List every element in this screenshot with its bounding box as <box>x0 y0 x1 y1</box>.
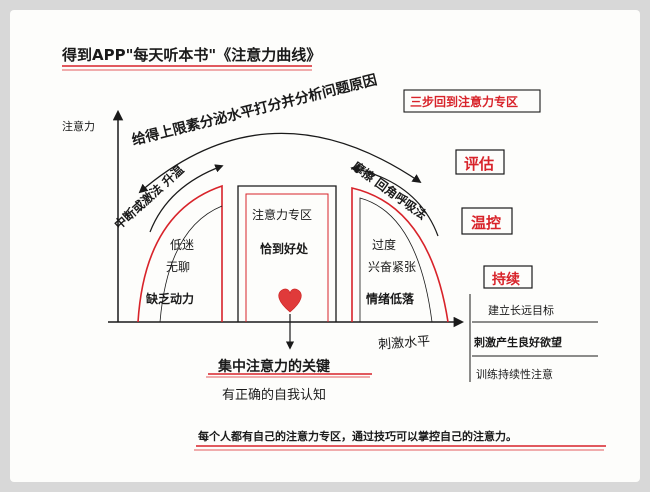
zone-right-inner <box>359 197 433 323</box>
zone-left-inner <box>159 205 223 323</box>
step-evaluate-box <box>455 149 505 175</box>
footer-text: 每个人都有自己的注意力专区，通过技巧可以掌控自己的注意力。 <box>198 430 517 443</box>
zone-left-text-3: 缺乏动力 <box>146 292 195 306</box>
y-axis-label: 注意力 <box>62 120 95 133</box>
key-title: 集中注意力的关键 <box>218 359 330 375</box>
key-subtitle: 有正确的自我认知 <box>222 388 327 403</box>
zone-middle <box>237 185 337 322</box>
sustain-item-3: 训练持续性注意 <box>476 368 553 381</box>
zone-middle-subtitle: 恰到好处 <box>260 242 309 256</box>
zone-right-text-3: 情绪低落 <box>366 292 415 306</box>
zone-middle-title: 注意力专区 <box>252 208 313 222</box>
left-side-arrow <box>149 164 224 233</box>
illustration-card <box>10 10 640 482</box>
step-sustain: 持续 <box>492 272 520 288</box>
zone-right-text-2: 兴奋紧张 <box>368 260 417 274</box>
sustain-item-2: 刺激产生良好欲望 <box>474 336 562 349</box>
heart-icon <box>278 288 302 313</box>
x-axis-label: 刺激水平 <box>377 334 431 353</box>
step-temp-box <box>461 207 513 235</box>
zone-left-text-2: 无聊 <box>166 260 191 274</box>
steps-title: 三步回到注意力专区 <box>410 95 519 109</box>
arc-top-arrow <box>138 132 422 194</box>
steps-title-box <box>403 89 541 113</box>
step-evaluate: 评估 <box>464 155 495 173</box>
right-side-arrow <box>350 165 439 237</box>
zone-right-text-1: 过度 <box>372 238 397 252</box>
step-temp: 温控 <box>471 214 502 232</box>
step-sustain-box <box>483 265 533 289</box>
page-title: 得到APP"每天听本书"《注意力曲线》 <box>62 46 322 64</box>
zone-left-text-1: 低迷 <box>170 238 195 252</box>
sustain-item-1: 建立长远目标 <box>488 304 554 317</box>
zone-right <box>351 186 449 323</box>
zone-left <box>137 184 223 323</box>
zone-middle-inner <box>245 193 329 322</box>
